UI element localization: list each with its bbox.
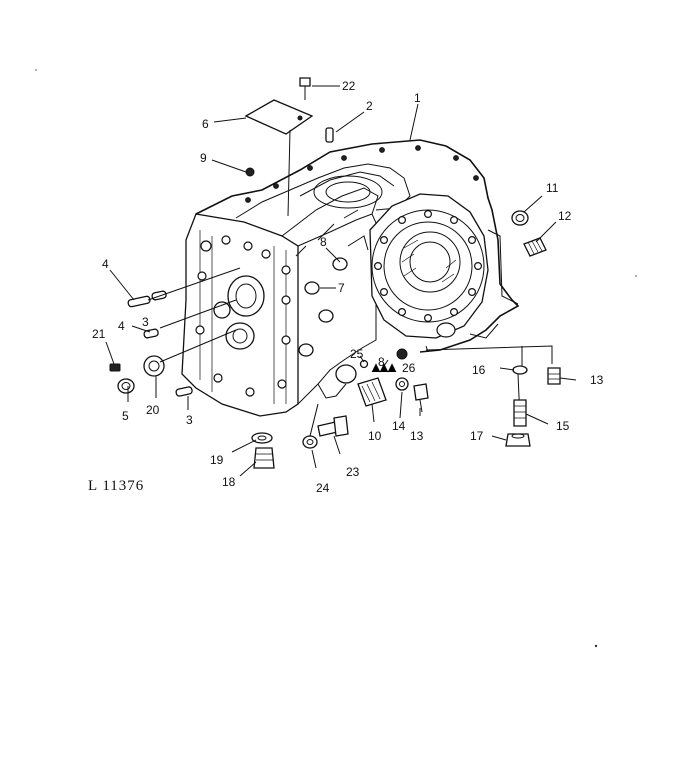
leader-lines bbox=[105, 85, 577, 477]
washer-14 bbox=[395, 377, 409, 391]
drain-plug-18 bbox=[253, 447, 275, 469]
callout-16: 16 bbox=[472, 363, 486, 377]
screw-21 bbox=[109, 363, 121, 372]
callout-3: 3 bbox=[186, 413, 193, 427]
dipstick-15 bbox=[513, 373, 527, 427]
callout-4: 4 bbox=[102, 257, 109, 271]
threaded-plug-12 bbox=[523, 237, 547, 257]
cap-5 bbox=[117, 378, 135, 394]
callout-13: 13 bbox=[410, 429, 424, 443]
callout-5: 5 bbox=[122, 409, 129, 423]
speck bbox=[35, 69, 37, 71]
washer-24 bbox=[302, 435, 318, 449]
callout-20: 20 bbox=[146, 403, 160, 417]
callout-8: 8 bbox=[378, 355, 385, 369]
callout-13: 13 bbox=[590, 373, 604, 387]
callout-8: 8 bbox=[320, 235, 327, 249]
callout-22: 22 bbox=[342, 79, 356, 93]
callout-4: 4 bbox=[118, 319, 125, 333]
bolt-22 bbox=[299, 77, 311, 100]
callout-6: 6 bbox=[202, 117, 209, 131]
pin-3-lower bbox=[175, 386, 193, 397]
callout-25: 25 bbox=[350, 347, 364, 361]
dowel-pin-2 bbox=[325, 127, 334, 143]
nut-17 bbox=[505, 433, 531, 447]
callout-labels: 1 2 3 3 4 4 5 6 7 8 8 9 10 11 12 13 13 1… bbox=[92, 79, 604, 495]
cover-plate-6 bbox=[244, 99, 314, 135]
plug-9 bbox=[245, 167, 255, 177]
washer-19 bbox=[251, 432, 273, 444]
washer-16 bbox=[512, 365, 528, 375]
callout-12: 12 bbox=[558, 209, 572, 223]
callout-19: 19 bbox=[210, 453, 224, 467]
callout-17: 17 bbox=[470, 429, 484, 443]
callout-10: 10 bbox=[368, 429, 382, 443]
seal-20 bbox=[143, 355, 165, 377]
callout-21: 21 bbox=[92, 327, 106, 341]
callout-18: 18 bbox=[222, 475, 236, 489]
callout-24: 24 bbox=[316, 481, 330, 495]
plug-10 bbox=[357, 377, 387, 407]
speck bbox=[635, 275, 637, 277]
callout-11: 11 bbox=[546, 181, 559, 195]
bolt-23 bbox=[317, 415, 349, 437]
bolt-13-left bbox=[413, 383, 429, 413]
spring-26 bbox=[371, 363, 397, 373]
pin-4-upper bbox=[127, 290, 167, 308]
plug-11 bbox=[511, 210, 529, 226]
transmission-housing bbox=[181, 139, 520, 417]
ball-25 bbox=[359, 359, 369, 369]
callout-9: 9 bbox=[200, 151, 207, 165]
callout-1: 1 bbox=[414, 91, 421, 105]
speck bbox=[594, 644, 598, 648]
callout-14: 14 bbox=[392, 419, 406, 433]
callout-15: 15 bbox=[556, 419, 570, 433]
callout-26: 26 bbox=[402, 361, 416, 375]
callout-3: 3 bbox=[142, 315, 149, 329]
callout-23: 23 bbox=[346, 465, 360, 479]
figure-id: L 11376 bbox=[88, 478, 145, 494]
callout-7: 7 bbox=[338, 281, 345, 295]
plug-13-right bbox=[547, 367, 561, 385]
callout-2: 2 bbox=[366, 99, 373, 113]
